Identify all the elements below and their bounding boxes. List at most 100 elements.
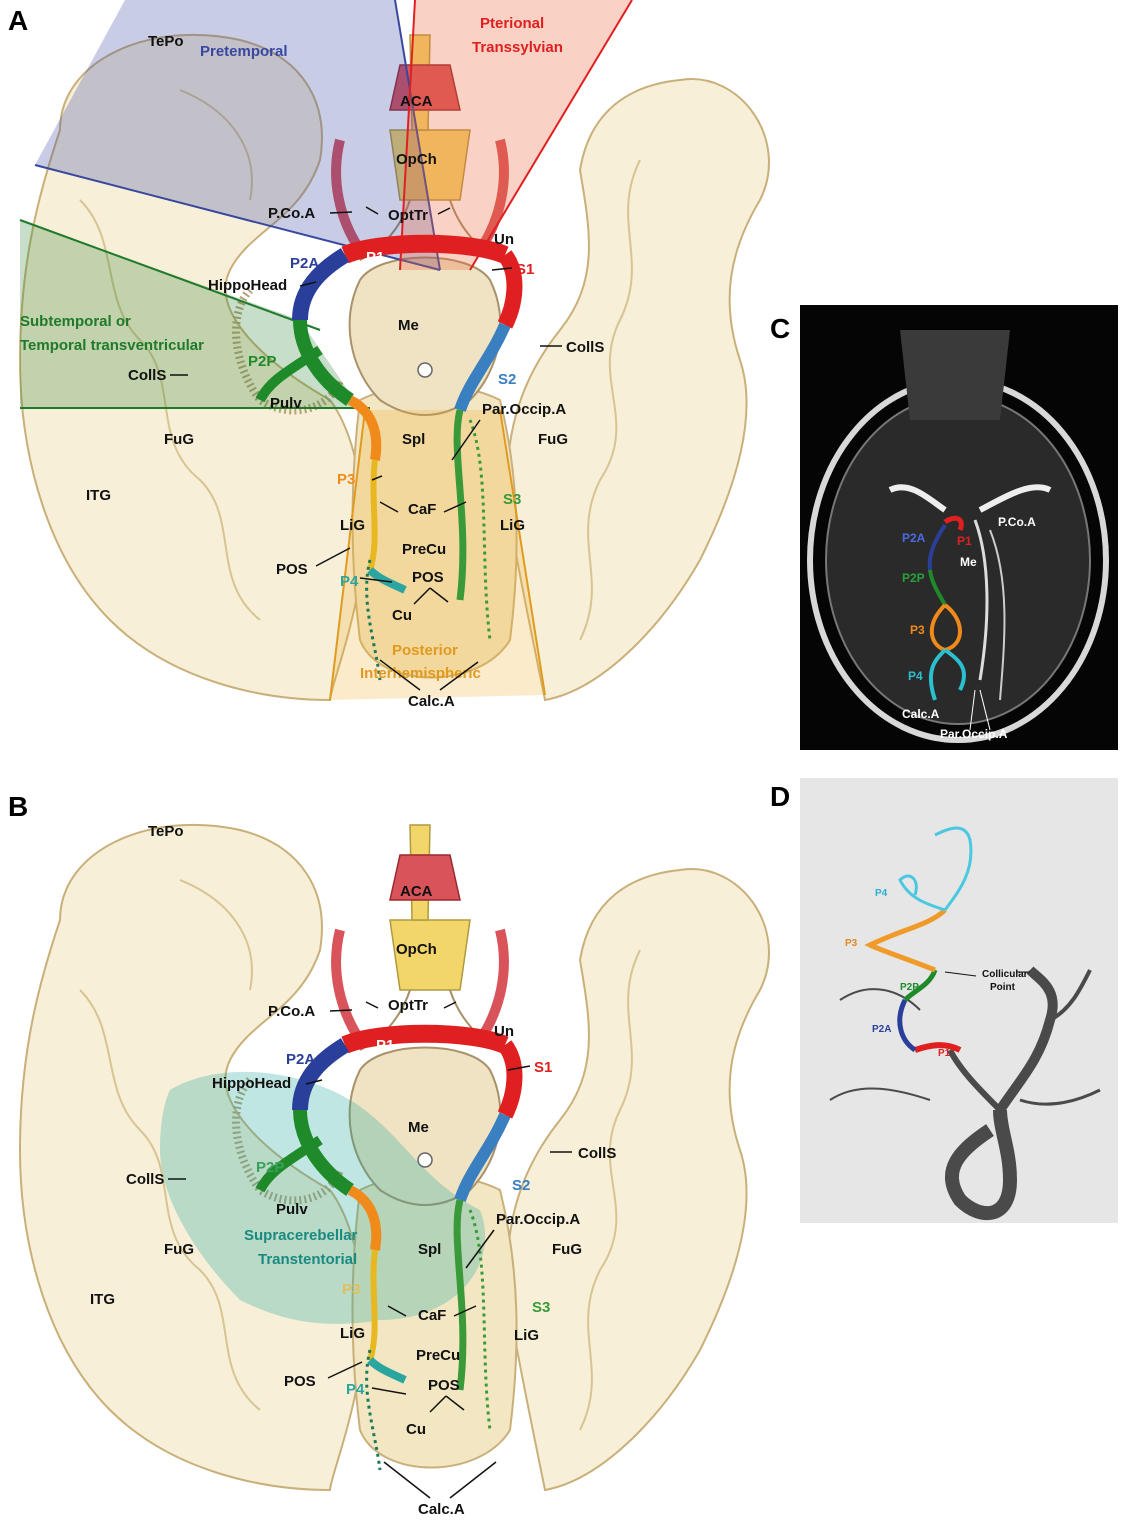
label-s1: S1 (516, 261, 534, 278)
panel-letter-d: D (770, 781, 790, 812)
label-un: Un (494, 231, 514, 248)
label-pulv: Pulv (270, 395, 302, 412)
label-me: Me (408, 1119, 429, 1136)
label-fug-l: FuG (164, 1241, 194, 1258)
label-pos-l: POS (284, 1373, 316, 1390)
label-precu: PreCu (416, 1347, 460, 1364)
label-lig-r: LiG (514, 1327, 539, 1344)
d-label-p1: P1 (938, 1048, 951, 1059)
label-cu: Cu (406, 1421, 426, 1438)
posterior-wedge (330, 410, 545, 700)
approach-posterior-2: Interhemispheric (360, 665, 481, 682)
panel-a: A Pretemporal Pterional Transsylvian Sub… (8, 0, 769, 710)
label-p4: P4 (340, 573, 359, 590)
label-s3: S3 (532, 1299, 550, 1316)
d-label-p3: P3 (845, 938, 858, 949)
label-cu: Cu (392, 607, 412, 624)
approach-posterior-1: Posterior (392, 642, 458, 659)
label-pulv: Pulv (276, 1201, 308, 1218)
c-label-me: Me (960, 555, 977, 569)
c-label-p2a: P2A (902, 531, 926, 545)
c-label-p4: P4 (908, 669, 923, 683)
label-lig-l: LiG (340, 517, 365, 534)
label-colls-l: CollS (128, 367, 166, 384)
label-lig-r: LiG (500, 517, 525, 534)
label-calca: Calc.A (408, 693, 455, 710)
label-colls-r: CollS (566, 339, 604, 356)
label-p3: P3 (337, 471, 355, 488)
label-caf: CaF (408, 501, 436, 518)
label-aca: ACA (400, 883, 433, 900)
label-s2: S2 (512, 1177, 530, 1194)
label-tepo: TePo (148, 33, 184, 50)
label-calca: Calc.A (418, 1501, 465, 1518)
panel-d: D P4 P3 Collicular Point P2P P2A P1 (770, 778, 1118, 1223)
label-itg: ITG (86, 487, 111, 504)
approach-pretemporal: Pretemporal (200, 43, 288, 60)
panel-letter-a: A (8, 5, 28, 36)
label-fug-r: FuG (538, 431, 568, 448)
c-label-p2p: P2P (902, 571, 925, 585)
label-parocc: Par.Occip.A (496, 1211, 580, 1228)
label-spl: Spl (402, 431, 425, 448)
panel-c: C P.Co.A P1 P2A Me P2P P3 P4 Calc.A Par.… (770, 305, 1118, 750)
d-label-p2p: P2P (900, 982, 919, 993)
pretemporal-wedge (35, 0, 440, 270)
label-colls-r: CollS (578, 1145, 616, 1162)
label-me: Me (398, 317, 419, 334)
label-caf: CaF (418, 1307, 446, 1324)
label-hippohead: HippoHead (208, 277, 287, 294)
label-s2: S2 (498, 371, 516, 388)
approach-pterional-1: Pterional (480, 15, 544, 32)
label-tepo: TePo (148, 823, 184, 840)
panel-letter-c: C (770, 313, 790, 344)
label-pos-l: POS (276, 561, 308, 578)
approach-supracerebellar-1: Supracerebellar (244, 1227, 358, 1244)
approach-subtemporal-2: Temporal transventricular (20, 337, 204, 354)
c-label-pcoa: P.Co.A (998, 515, 1036, 529)
supracerebellar-region (160, 1071, 486, 1324)
label-fug-l: FuG (164, 431, 194, 448)
label-opch: OpCh (396, 941, 437, 958)
panel-letter-b: B (8, 791, 28, 822)
label-pos-r: POS (412, 569, 444, 586)
subtemporal-wedge (20, 220, 360, 408)
label-pcoa: P.Co.A (268, 205, 315, 222)
approach-supracerebellar-2: Transtentorial (258, 1251, 357, 1268)
label-aca: ACA (400, 93, 433, 110)
label-pcoa: P.Co.A (268, 1003, 315, 1020)
label-p2a: P2A (290, 255, 319, 272)
label-p1: P1 (366, 249, 384, 266)
pterional-wedge (400, 0, 632, 270)
label-itg: ITG (90, 1291, 115, 1308)
label-p4: P4 (346, 1381, 365, 1398)
label-opch: OpCh (396, 151, 437, 168)
d-label-p2a: P2A (872, 1024, 891, 1035)
label-precu: PreCu (402, 541, 446, 558)
label-hippohead: HippoHead (212, 1075, 291, 1092)
label-spl: Spl (418, 1241, 441, 1258)
label-p2p: P2P (248, 353, 276, 370)
label-lig-l: LiG (340, 1325, 365, 1342)
panel-b: B Supracerebellar Transtentorial TePo AC… (8, 791, 769, 1518)
label-opttr: OptTr (388, 207, 428, 224)
label-fug-r: FuG (552, 1241, 582, 1258)
c-label-p1: P1 (957, 534, 972, 548)
label-p2a: P2A (286, 1051, 315, 1068)
d-label-collicular-2: Point (990, 982, 1016, 993)
d-label-collicular-1: Collicular (982, 969, 1028, 980)
c-label-calca: Calc.A (902, 707, 940, 721)
approach-subtemporal-1: Subtemporal or (20, 313, 131, 330)
label-p3: P3 (342, 1281, 360, 1298)
label-p2p: P2P (256, 1159, 284, 1176)
label-s3: S3 (503, 491, 521, 508)
label-parocc: Par.Occip.A (482, 401, 566, 418)
approach-pterional-2: Transsylvian (472, 39, 563, 56)
label-p1: P1 (376, 1037, 394, 1054)
d-label-p4: P4 (875, 888, 888, 899)
label-opttr: OptTr (388, 997, 428, 1014)
c-label-parocc: Par.Occip.A (940, 727, 1008, 741)
label-un: Un (494, 1023, 514, 1040)
label-pos-r: POS (428, 1377, 460, 1394)
